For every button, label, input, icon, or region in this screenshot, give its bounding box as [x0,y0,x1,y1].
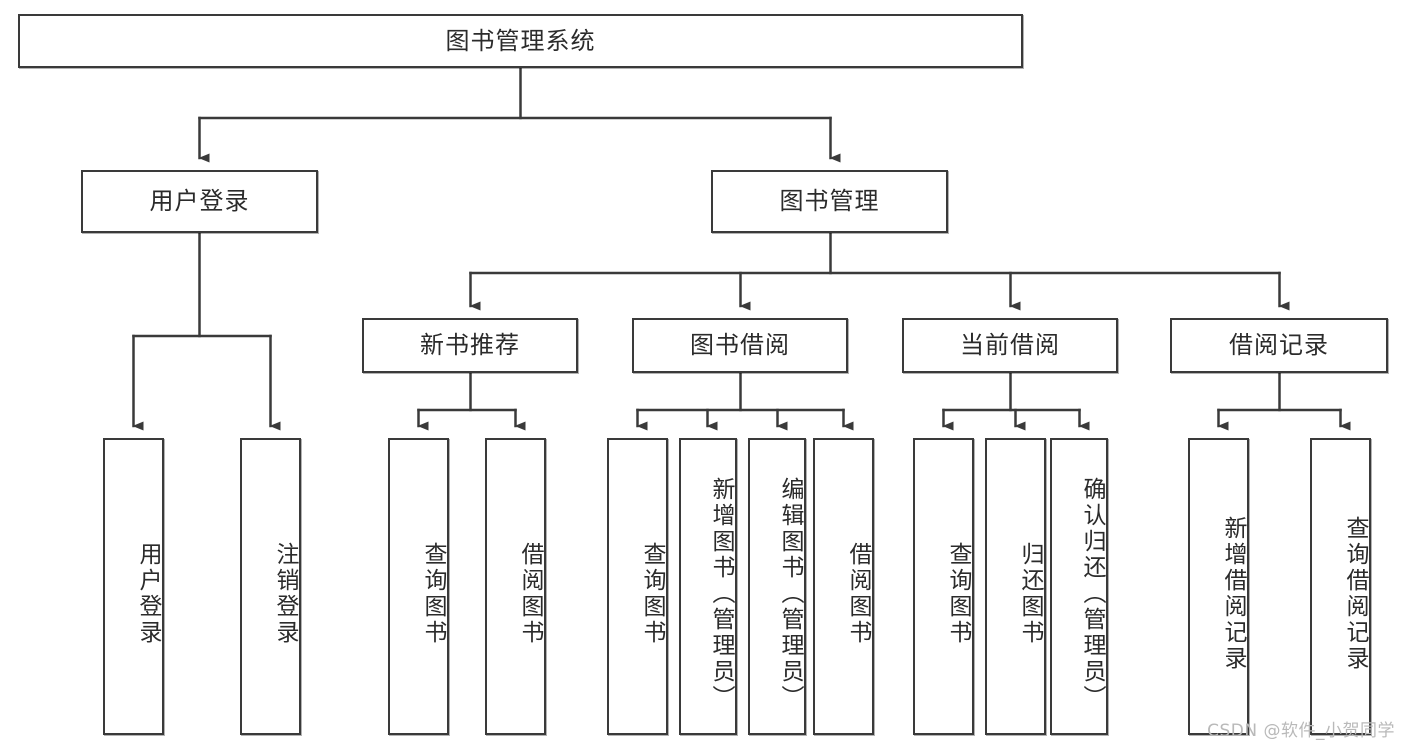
node-add-book-admin[interactable]: 新增图书（管理员） [679,438,737,735]
node-query-book-1-label: 查询图书 [420,541,446,646]
node-query-book-1[interactable]: 查询图书 [388,438,449,735]
node-user-login[interactable]: 用户登录 [81,170,318,233]
node-root-label: 图书管理系统 [445,26,596,55]
node-book-borrow[interactable]: 图书借阅 [632,318,848,373]
node-add-book-admin-label: 新增图书（管理员） [708,476,734,711]
node-current-borrow[interactable]: 当前借阅 [902,318,1118,373]
node-query-book-2[interactable]: 查询图书 [607,438,668,735]
node-query-book-3[interactable]: 查询图书 [913,438,974,735]
node-root[interactable]: 图书管理系统 [18,14,1023,68]
node-query-book-3-label: 查询图书 [945,541,971,646]
node-confirm-return-admin-label: 确认归还（管理员） [1079,476,1105,711]
node-query-borrow-record[interactable]: 查询借阅记录 [1310,438,1371,735]
node-return-book-label: 归还图书 [1017,541,1043,646]
node-confirm-return-admin[interactable]: 确认归还（管理员） [1050,438,1108,735]
node-add-borrow-record[interactable]: 新增借阅记录 [1188,438,1249,735]
node-borrow-record-label: 借阅记录 [1229,331,1329,360]
node-return-book[interactable]: 归还图书 [985,438,1046,735]
node-user-login-do[interactable]: 用户登录 [103,438,164,735]
node-book-manage-label: 图书管理 [779,187,880,216]
node-borrow-book-2[interactable]: 借阅图书 [813,438,874,735]
node-user-login-label: 用户登录 [149,187,250,216]
node-edit-book-admin-label: 编辑图书（管理员） [777,476,803,711]
node-book-borrow-label: 图书借阅 [690,331,790,360]
node-borrow-book-2-label: 借阅图书 [845,541,871,646]
csdn-watermark: CSDN @软件_小贺同学 [1207,721,1395,741]
node-edit-book-admin[interactable]: 编辑图书（管理员） [748,438,806,735]
node-borrow-record[interactable]: 借阅记录 [1170,318,1388,373]
node-current-borrow-label: 当前借阅 [960,331,1060,360]
node-query-borrow-record-label: 查询借阅记录 [1342,515,1368,672]
node-book-manage[interactable]: 图书管理 [711,170,948,233]
node-user-login-do-label: 用户登录 [135,541,161,646]
node-new-book-recommend[interactable]: 新书推荐 [362,318,578,373]
node-user-logout-label: 注销登录 [272,541,298,646]
node-borrow-book-1-label: 借阅图书 [517,541,543,646]
node-user-logout[interactable]: 注销登录 [240,438,301,735]
node-new-book-recommend-label: 新书推荐 [420,331,520,360]
node-add-borrow-record-label: 新增借阅记录 [1220,515,1246,672]
node-query-book-2-label: 查询图书 [639,541,665,646]
node-borrow-book-1[interactable]: 借阅图书 [485,438,546,735]
